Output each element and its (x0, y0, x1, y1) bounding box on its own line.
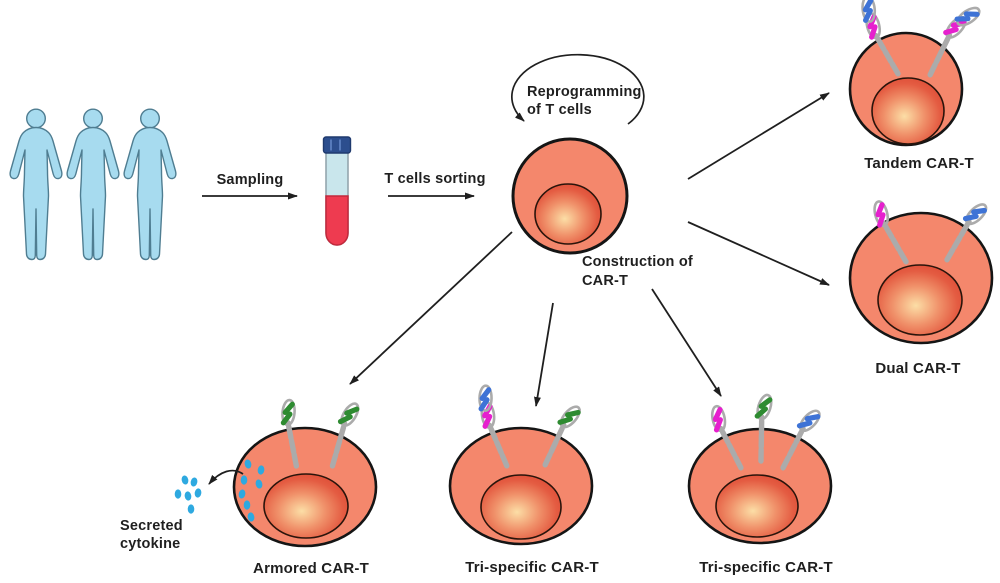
cell-nucleus (715, 474, 799, 538)
sampling-label: Sampling (217, 172, 284, 188)
tri-specific-mid-label: Tri-specific CAR-T (465, 559, 599, 576)
car-receptor-tandem-right (927, 0, 986, 78)
car-receptor-tandem-left (852, 0, 901, 77)
car-receptor-blue (780, 402, 826, 471)
intracellular-cytokines (238, 459, 265, 522)
car-receptor-green (542, 398, 586, 468)
tri-specific-right-label: Tri-specific CAR-T (699, 559, 833, 576)
cell-nucleus (534, 183, 602, 245)
arrow-to-tandem (687, 92, 830, 180)
tandem-label: Tandem CAR-T (864, 155, 974, 172)
tube-blood (325, 195, 349, 246)
dual-label: Dual CAR-T (875, 360, 960, 377)
sorting-label: T cells sorting (384, 171, 485, 187)
tube-cap-ridges (330, 139, 341, 151)
construction-label-line2: CAR-T (582, 273, 628, 289)
reprogramming-label-line1: Reprogramming (527, 84, 642, 100)
cell-nucleus (877, 264, 963, 336)
armored-cart-cell (232, 396, 378, 548)
reprogramming-label-line2: of T cells (527, 102, 592, 118)
car-receptor-tandem-left (470, 381, 510, 469)
human-silhouette-icon (123, 108, 177, 261)
car-receptor-magenta (863, 195, 909, 265)
patient-group (9, 108, 177, 261)
armored-label: Armored CAR-T (253, 560, 369, 577)
arrow-to-tri-right (651, 288, 722, 397)
secreted-cytokine-label-line1: Secreted (120, 518, 183, 534)
tri-specific-right-cell (687, 391, 833, 545)
human-silhouette-icon (66, 108, 120, 261)
cell-nucleus (480, 474, 562, 540)
cell-nucleus (871, 77, 945, 145)
car-receptor-green (752, 391, 776, 464)
cell-nucleus (263, 473, 349, 539)
human-silhouette-icon (9, 108, 63, 261)
car-receptor-blue (944, 195, 993, 263)
tube-cap (322, 136, 352, 154)
arrow-to-dual (687, 221, 830, 286)
dual-cart-cell (848, 195, 994, 345)
construction-label-line1: Construction of (582, 254, 693, 270)
secreted-cytokine-label-line2: cytokine (120, 536, 180, 552)
secreted-cytokines (174, 475, 202, 514)
blood-tube-icon (322, 136, 352, 246)
reprogramming-loop-arrow (510, 53, 645, 125)
car-receptor-magenta (701, 400, 744, 471)
tandem-cart-cell (848, 0, 986, 147)
tri-specific-mid-cell (448, 381, 594, 546)
arrow-to-tri-mid (534, 302, 554, 407)
car-receptor-green (274, 396, 302, 469)
central-cart-cell (511, 137, 629, 255)
cytokine-secretion-arrow (208, 469, 244, 485)
arrow-to-armored (349, 231, 513, 385)
car-receptor-green (329, 397, 364, 469)
